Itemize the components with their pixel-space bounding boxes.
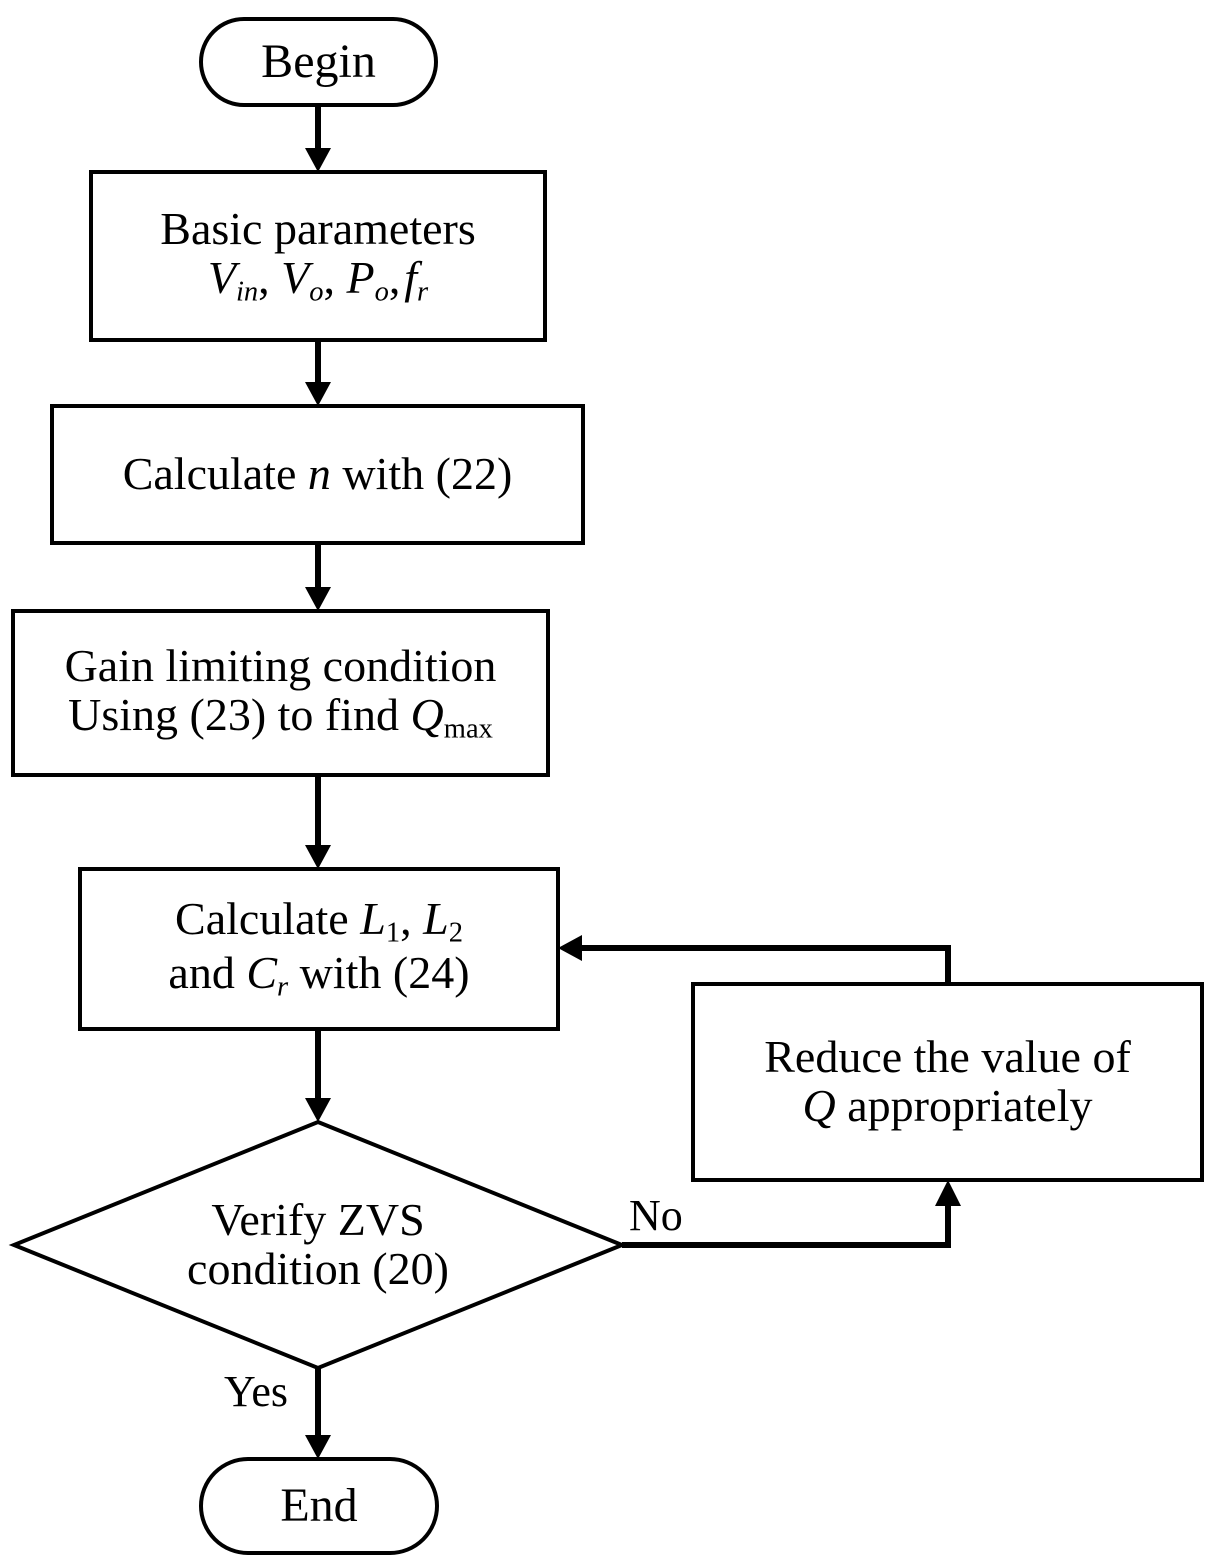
node-verify-zvs-shape[interactable]: [8, 1119, 628, 1371]
edge-label-yes: Yes: [224, 1367, 289, 1416]
edge-calcn-to-gain: [305, 543, 331, 611]
node-end-shape[interactable]: [199, 1457, 439, 1555]
edge-label-no: No: [629, 1191, 683, 1240]
edge-gain-to-calclc: [305, 775, 331, 869]
node-begin-shape[interactable]: [199, 17, 438, 107]
node-calculate-n-shape[interactable]: [50, 404, 585, 545]
node-calculate-lc-shape[interactable]: [78, 867, 560, 1031]
edge-begin-to-basic: [305, 105, 331, 172]
edge-calclc-to-verify: [305, 1029, 331, 1122]
node-basic-parameters-shape[interactable]: [89, 170, 547, 342]
edge-verify-yes-to-end: [305, 1368, 331, 1459]
edge-basic-to-calcn: [305, 340, 331, 406]
node-gain-limiting-shape[interactable]: [11, 609, 550, 777]
edge-verify-no-to-reduce: [622, 1180, 961, 1248]
edge-reduce-to-calclc: [558, 935, 951, 984]
node-reduce-q-shape[interactable]: [691, 982, 1204, 1182]
